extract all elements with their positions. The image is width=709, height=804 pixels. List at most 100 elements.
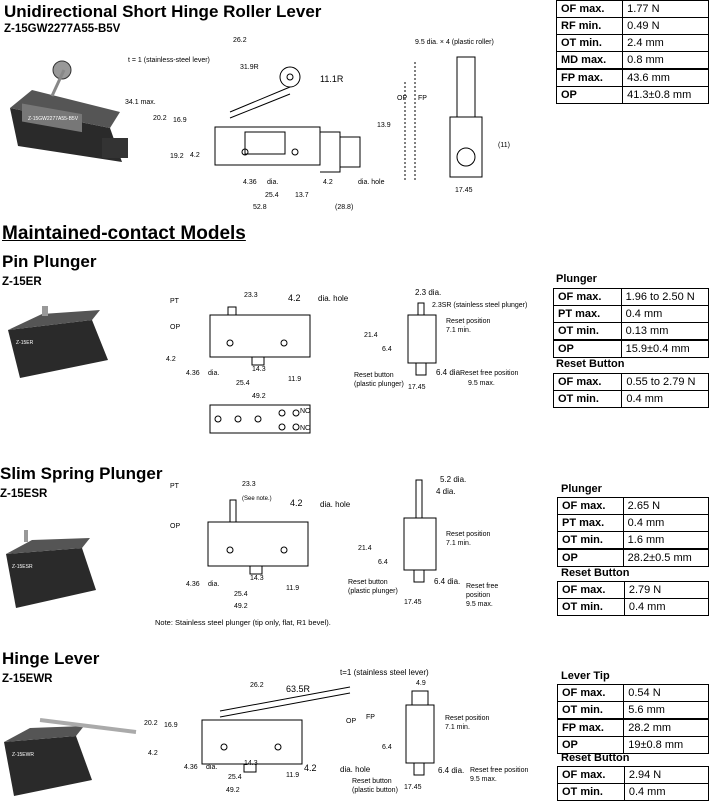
sec3-lbl-s: 6.4 dia. [434, 577, 460, 586]
sec3-lbl-j: 25.4 [234, 591, 248, 598]
sec3-lbl-a: PT [170, 483, 180, 490]
sec2-lbl-v: Reset button [354, 372, 394, 379]
sec1-val: 0.8 mm [622, 51, 709, 70]
sec3-lbl-o: 21.4 [358, 545, 372, 552]
sec1-val: 0.49 N [622, 17, 709, 35]
sec2-lbl-e: dia. hole [318, 294, 349, 303]
sec4-lbl-i: 4.36 [184, 764, 198, 771]
sec2-val: 15.9±0.4 mm [620, 339, 709, 358]
sec1-lbl-c: t = 1 (stainless-steel lever) [128, 57, 210, 64]
sec2-lbl-q: Reset position [446, 318, 490, 325]
sec3-lbl-m: 5.2 dia. [440, 475, 466, 484]
sec1-lbl-f: 34.1 max. [125, 99, 156, 106]
sec4-lbl-b: 26.2 [250, 682, 264, 689]
sec4-title: Hinge Lever [2, 649, 100, 668]
sec1-lbl-q: dia. hole [358, 179, 385, 186]
sec3-reset-table: OF max.2.79 N OT min.0.4 mm [557, 581, 709, 616]
sec2-key: OF max. [553, 288, 622, 306]
sec1-lbl-m: 4.2 [190, 152, 200, 159]
sec3-lbl-r: 7.1 min. [446, 540, 471, 547]
svg-text:Z-15ER: Z-15ER [16, 340, 34, 346]
sec3-lbl-k: 11.9 [286, 585, 299, 592]
sec2-lbl-t: Reset free position [460, 370, 518, 377]
sec2-lbl-i: 14.3 [252, 366, 266, 373]
sec3-lbl-u: position [466, 592, 490, 599]
sec4-table1-title: Lever Tip [561, 670, 610, 682]
sec3-dimension-drawing: PT OP 23.3 (See note.) 4.2 dia. hole 4.3… [170, 475, 498, 610]
sec4-lbl-s: 7.1 min. [445, 724, 470, 731]
sec2-lbl-m: 2.3 dia. [415, 288, 441, 297]
sec3-key: OF max. [557, 581, 625, 599]
sec2-lbl-n: 2.3SR (stainless steel plunger) [432, 302, 527, 309]
sec3-table2-title: Reset Button [561, 567, 630, 579]
sec2-lbl-y: NO [300, 408, 311, 415]
sec3-key: OT min. [557, 531, 624, 550]
sec2-lbl-b: OP [170, 324, 180, 331]
sec2-lbl-h: dia. [208, 370, 219, 377]
sec4-lbl-l: 25.4 [228, 774, 242, 781]
sec1-lbl-g: 20.2 [153, 115, 167, 122]
sec4-lbl-g: FP [366, 714, 375, 721]
sec4-key: OT min. [557, 783, 625, 801]
sec3-key: PT max. [557, 514, 624, 532]
sec1-val: 43.6 mm [622, 68, 709, 87]
sec3-lbl-n: 4 dia. [436, 487, 456, 496]
sec4-lbl-h: 4.2 [148, 750, 158, 757]
sec3-val: 28.2±0.5 mm [622, 548, 709, 567]
sec3-key: OT min. [557, 598, 625, 616]
sec1-lbl-a: 26.2 [233, 37, 247, 44]
sec4-lbl-v: Reset free position [470, 767, 528, 774]
sec4-val: 2.94 N [623, 766, 709, 784]
sec4-lbl-r: Reset position [445, 715, 489, 722]
sec3-product-photo: Z-15ESR [6, 530, 96, 608]
sec1-key: OP [555, 86, 624, 104]
sec3-table1-title: Plunger [561, 483, 602, 495]
sec4-lbl-z: 17.45 [404, 784, 422, 791]
sec4-key: OT min. [556, 701, 625, 720]
sec3-lbl-x: (plastic plunger) [348, 588, 398, 595]
svg-text:Z-15EWR: Z-15EWR [12, 752, 34, 758]
sec2-lbl-r: 7.1 min. [446, 327, 471, 334]
sec1-lbl-o: dia. [267, 179, 278, 186]
sec3-lbl-b: OP [170, 523, 180, 530]
sec3-lbl-i: 14.3 [250, 575, 264, 582]
sec4-key: OF max. [556, 684, 625, 702]
sec4-lbl-d: 20.2 [144, 720, 158, 727]
sec1-lbl-d: 31.9R [240, 64, 259, 71]
sec1-lbl-u: (28.8) [335, 204, 353, 211]
sec1-key: RF min. [555, 17, 624, 35]
sec1-lbl-p: 4.2 [323, 179, 333, 186]
sec4-table2-title: Reset Button [561, 752, 630, 764]
sec3-title: Slim Spring Plunger [0, 464, 163, 483]
sec1-product-photo: Z-15GW2277A55-B5V [10, 60, 128, 162]
sec1-lbl-b: 9.5 dia. × 4 (plastic roller) [415, 39, 494, 46]
sec4-lever-table: OF max.0.54 N OT min.5.6 mm FP max.28.2 … [556, 684, 709, 754]
sec4-product-photo: Z-15EWR [4, 718, 137, 796]
sec3-lbl-t: Reset free [466, 583, 498, 590]
sec3-lbl-c: 23.3 [242, 481, 256, 488]
sec3-lbl-w: Reset button [348, 579, 388, 586]
sec2-product-photo: Z-15ER [8, 306, 108, 378]
sec2-key: OP [553, 339, 622, 358]
sec2-val: 0.4 mm [621, 390, 709, 408]
sec2-lbl-f: 4.2 [166, 356, 176, 363]
sec4-model: Z-15EWR [2, 673, 53, 685]
sec2-table1-title: Plunger [556, 273, 597, 285]
sec3-lbl-l: 49.2 [234, 603, 248, 610]
sec3-lbl-f: dia. hole [320, 500, 351, 509]
sec1-val: 1.77 N [622, 0, 709, 18]
sec1-lbl-i: 13.9 [377, 122, 391, 129]
sec3-val: 0.4 mm [622, 514, 709, 532]
sec4-lbl-x: Reset button [352, 778, 392, 785]
sec3-val: 2.79 N [623, 581, 709, 599]
sec2-lbl-a: PT [170, 298, 180, 305]
sec1-lbl-j: OP [397, 95, 407, 102]
sec4-lbl-w: 9.5 max. [470, 776, 497, 783]
sec4-lbl-j: dia. [206, 764, 217, 771]
sec2-plunger-table: OF max.1.96 to 2.50 N PT max.0.4 mm OT m… [553, 288, 709, 358]
sec4-lbl-u: 6.4 dia. [438, 766, 464, 775]
sec1-lbl-s: 13.7 [295, 192, 309, 199]
sec2-val: 0.55 to 2.79 N [621, 373, 709, 391]
sec1-key: FP max. [555, 68, 624, 87]
sec4-val: 5.6 mm [623, 701, 709, 720]
